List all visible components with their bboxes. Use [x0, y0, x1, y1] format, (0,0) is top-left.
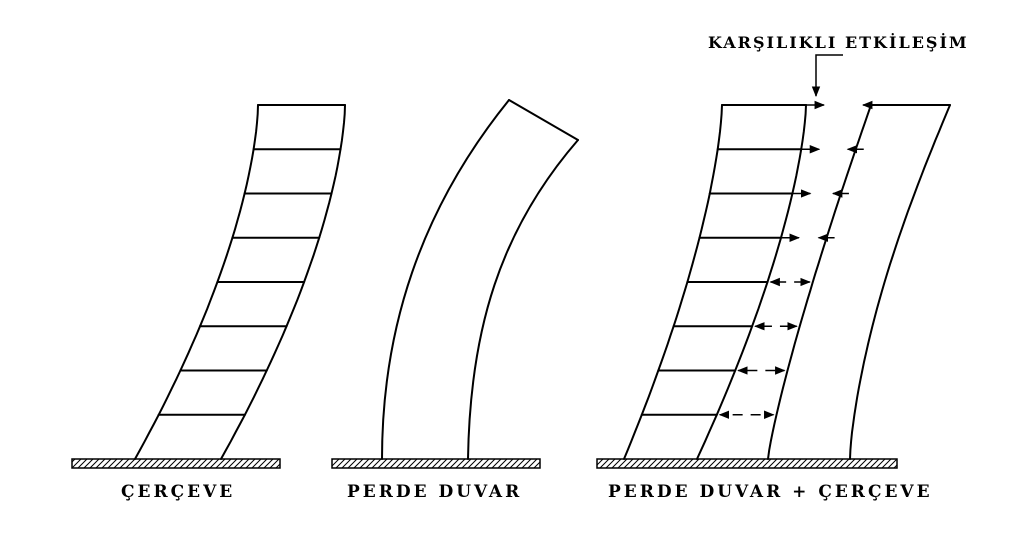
interaction-callout	[811, 54, 843, 98]
shear-wall-label: PERDE DUVAR	[347, 482, 523, 502]
frame-ground	[71, 458, 281, 469]
dual-system-structure	[623, 100, 951, 460]
frame-structure	[134, 104, 346, 460]
dual-wall-right-edge	[849, 104, 951, 460]
interaction-label: KARŞILIKLI ETKİLEŞİM	[708, 33, 969, 52]
shear-wall-right-edge	[467, 139, 579, 460]
dual-wall-left-edge	[767, 104, 872, 460]
dual-system-label: PERDE DUVAR + ÇERÇEVE	[608, 482, 933, 502]
ground-bases	[71, 458, 898, 469]
wall-ground	[331, 458, 541, 469]
frame-label: ÇERÇEVE	[121, 482, 236, 502]
interaction-pointer	[811, 54, 843, 98]
shear-wall-structure	[381, 99, 579, 460]
dual-ground	[596, 458, 898, 469]
shear-wall-top	[508, 99, 579, 141]
shear-wall-left-edge	[381, 99, 510, 460]
